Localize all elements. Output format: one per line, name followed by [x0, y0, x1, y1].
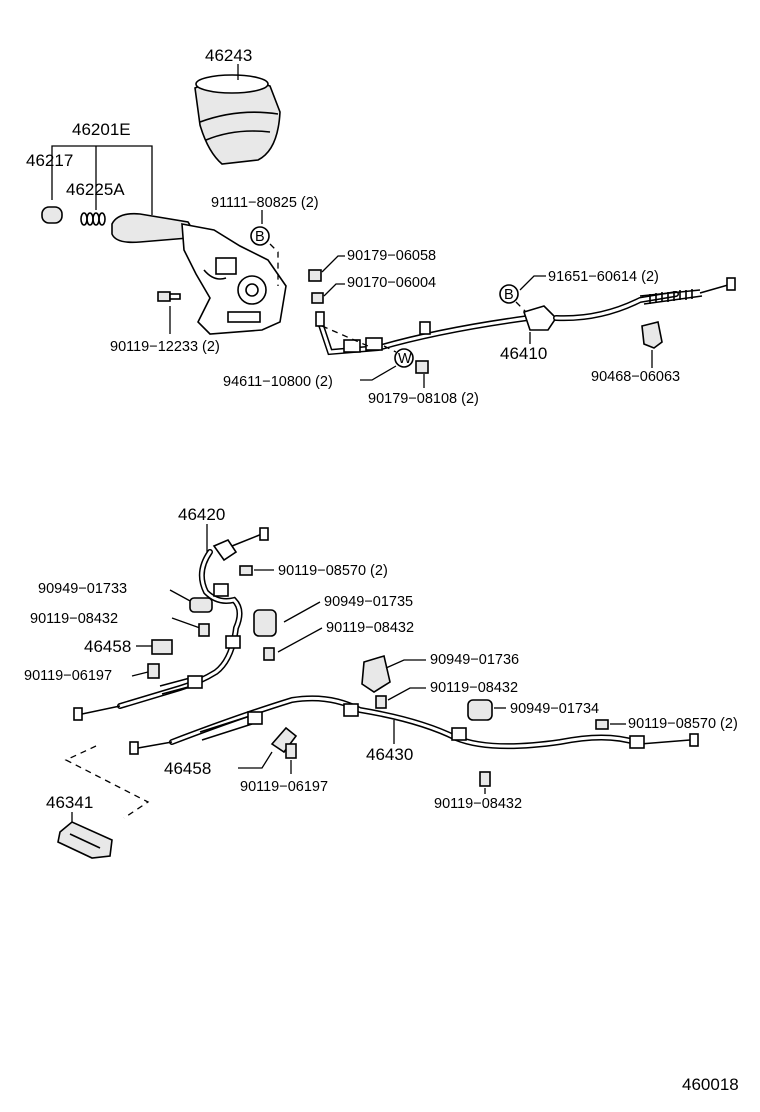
- bracket-46458-a[interactable]: [151, 639, 173, 655]
- bolt-90119-06197-a[interactable]: [147, 663, 160, 679]
- nut-90179-06058[interactable]: [308, 269, 322, 282]
- label-46410: 46410: [500, 344, 547, 363]
- clamp-90949-01736[interactable]: [361, 654, 391, 693]
- lever-boot-46243[interactable]: [194, 74, 281, 165]
- bolt-90119-08432-c[interactable]: [375, 695, 387, 709]
- marker-w-letter: W: [398, 351, 412, 367]
- marker-b-top: [250, 226, 270, 246]
- marker-w: [394, 348, 414, 368]
- label-46201E: 46201E: [72, 120, 131, 139]
- label-91651-60614: 91651−60614 (2): [548, 269, 659, 285]
- equalizer-46341[interactable]: [57, 821, 113, 859]
- parking-brake-lever[interactable]: [111, 212, 287, 335]
- label-90170-06004: 90170−06004: [347, 275, 436, 291]
- label-46458-b: 46458: [164, 759, 211, 778]
- rear-cable-right-46430[interactable]: [129, 695, 699, 755]
- label-90179-08108: 90179−08108 (2): [368, 391, 479, 407]
- label-46225A: 46225A: [66, 180, 125, 199]
- marker-b-right: [499, 284, 519, 304]
- label-94611-10800: 94611−10800 (2): [223, 374, 333, 390]
- cap-46217[interactable]: [41, 206, 63, 224]
- spring-46225A[interactable]: [80, 212, 106, 226]
- nut-90179-08108[interactable]: [415, 360, 429, 374]
- label-46430: 46430: [366, 745, 413, 764]
- label-90119-06197-a: 90119−06197: [24, 668, 112, 684]
- bracket-46201E: [51, 145, 153, 215]
- label-91111-80825: 91111−80825 (2): [211, 195, 319, 211]
- marker-b-right-letter: B: [504, 287, 514, 303]
- clamp-90949-01733[interactable]: [189, 597, 213, 613]
- label-90119-08432-a: 90119−08432: [30, 611, 118, 627]
- rear-cable-left-46420[interactable]: [73, 527, 269, 721]
- clip-90468-06063[interactable]: [641, 321, 663, 349]
- bolt-90119-08432-d[interactable]: [479, 771, 491, 787]
- label-90119-06197-b: 90119−06197: [240, 779, 328, 795]
- label-46458-a: 46458: [84, 637, 131, 656]
- nut-90170-06004[interactable]: [311, 292, 324, 304]
- front-cable-46410[interactable]: [315, 277, 736, 356]
- label-46217: 46217: [26, 151, 73, 170]
- bolt-90119-08432-a[interactable]: [198, 623, 210, 637]
- label-90468-06063: 90468−06063: [591, 369, 680, 385]
- bolt-90119-12233[interactable]: [157, 291, 181, 302]
- label-90119-12233: 90119−12233 (2): [110, 339, 220, 355]
- label-46420: 46420: [178, 505, 225, 524]
- clamp-90949-01734[interactable]: [467, 699, 493, 721]
- bolt-90119-08570-b[interactable]: [595, 719, 609, 730]
- label-90179-06058: 90179−06058: [347, 248, 436, 264]
- bolt-90119-06197-b[interactable]: [285, 743, 297, 759]
- label-46341: 46341: [46, 793, 93, 812]
- bolt-90119-08570-a[interactable]: [239, 565, 253, 576]
- figure-number: 460018: [682, 1075, 739, 1094]
- leader-46341: [64, 745, 150, 819]
- label-90949-01733: 90949−01733: [38, 581, 127, 597]
- marker-b-top-letter: B: [255, 229, 265, 245]
- bolt-90119-08432-b[interactable]: [263, 647, 275, 661]
- label-90119-08432-d: 90119−08432: [434, 796, 522, 812]
- clamp-90949-01735[interactable]: [253, 609, 277, 637]
- label-90949-01736: 90949−01736: [430, 652, 519, 668]
- label-90119-08432-b: 90119−08432: [326, 620, 414, 636]
- label-90119-08432-c: 90119−08432: [430, 680, 518, 696]
- bracket-46458-b[interactable]: [270, 726, 298, 754]
- label-90119-08570-b: 90119−08570 (2): [628, 716, 738, 732]
- label-90949-01734: 90949−01734: [510, 701, 599, 717]
- label-46243: 46243: [205, 46, 252, 65]
- label-90949-01735: 90949−01735: [324, 594, 413, 610]
- label-90119-08570-a: 90119−08570 (2): [278, 563, 388, 579]
